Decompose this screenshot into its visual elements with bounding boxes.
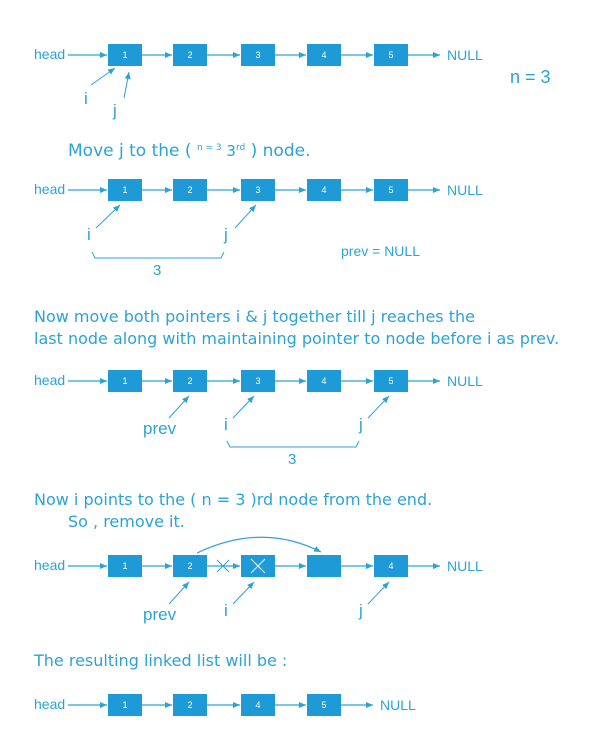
distance-bracket [226, 440, 360, 448]
node-value: 4 [321, 50, 326, 60]
node-value: 1 [122, 561, 127, 571]
node-box [108, 555, 142, 577]
node-value: 3 [255, 376, 260, 386]
step3-caption-line2: So , remove it. [68, 512, 185, 531]
pointer-i-label: i [224, 601, 228, 620]
node-value: 4 [255, 700, 260, 710]
head-label: head [34, 372, 65, 388]
node-box [173, 370, 207, 392]
node-value: 1 [122, 185, 127, 195]
pointer-j-label: j [358, 415, 363, 434]
head-label: head [34, 181, 65, 197]
node-box [173, 44, 207, 66]
node-value: 5 [321, 700, 326, 710]
node-box [241, 694, 275, 716]
node-box [374, 555, 408, 577]
node-box [108, 694, 142, 716]
pointer-i-label: i [87, 225, 91, 244]
node-value: 1 [122, 50, 127, 60]
node-value: 4 [321, 185, 326, 195]
pointer-j-label: j [358, 601, 363, 620]
node-box [307, 370, 341, 392]
node-value: 2 [187, 700, 192, 710]
node-box [173, 555, 207, 577]
removed-node-x-icon [250, 558, 266, 574]
node-box [173, 694, 207, 716]
node-box [374, 370, 408, 392]
node-value: 2 [187, 50, 192, 60]
node-box [307, 179, 341, 201]
node-box [374, 179, 408, 201]
pointer-i-label: i [84, 89, 88, 108]
cut-link-x-icon [216, 559, 230, 573]
list-row-2: head 1 2 3 4 5 NULL i j 3 prev = NULL [34, 179, 483, 279]
node-value: 2 [187, 185, 192, 195]
null-label: NULL [447, 558, 483, 574]
null-label: NULL [447, 47, 483, 63]
null-label: NULL [447, 182, 483, 198]
null-label: NULL [380, 697, 416, 713]
node-value: 4 [388, 561, 393, 571]
pointer-prev-label: prev [143, 605, 177, 624]
node-value: 5 [388, 376, 393, 386]
node-box [307, 694, 341, 716]
node-value: 2 [187, 561, 192, 571]
head-label: head [34, 557, 65, 573]
node-box [241, 370, 275, 392]
result-caption: The resulting linked list will be : [33, 651, 287, 670]
node-value: 3 [255, 50, 260, 60]
node-value: 3 [255, 185, 260, 195]
node-box [241, 179, 275, 201]
node-value: 2 [187, 376, 192, 386]
pointer-prev-label: prev [143, 419, 177, 438]
step1-caption: Move j to the ( n = 3 3rd ) node. [68, 141, 311, 161]
distance-label: 3 [288, 451, 296, 468]
list-row-3: head 1 2 3 4 5 NULL prev i j 3 [34, 370, 483, 468]
step2-caption-line2: last node along with maintaining pointer… [34, 329, 559, 348]
prev-null-status: prev = NULL [341, 243, 420, 259]
step3-caption-line1: Now i points to the ( n = 3 )rd node fro… [34, 490, 432, 509]
node-value: 1 [122, 376, 127, 386]
list-row-5: head 1 2 4 5 NULL [34, 694, 416, 716]
node-box [108, 179, 142, 201]
n-value-label: n = 3 [510, 67, 551, 87]
node-value: 5 [388, 50, 393, 60]
step2-caption-line1: Now move both pointers i & j together ti… [34, 307, 475, 326]
pointer-j-label: j [112, 101, 117, 120]
node-box [173, 179, 207, 201]
list-row-4: head 1 2 4 NULL prev i j [34, 536, 483, 624]
head-label: head [34, 696, 65, 712]
bypass-link-arrow [196, 536, 322, 554]
pointer-j-label: j [223, 225, 228, 244]
node-value: 5 [388, 185, 393, 195]
pointer-i-label: i [224, 415, 228, 434]
node-box [374, 44, 408, 66]
node-value: 1 [122, 700, 127, 710]
node-box [307, 555, 341, 577]
node-box [241, 44, 275, 66]
node-box [108, 370, 142, 392]
head-label: head [34, 46, 65, 62]
node-box [108, 44, 142, 66]
node-value: 4 [321, 376, 326, 386]
distance-label: 3 [153, 262, 161, 279]
null-label: NULL [447, 373, 483, 389]
list-row-1: head 1 2 3 4 5 NULL i j n = 3 [34, 44, 551, 120]
distance-bracket [91, 251, 225, 259]
node-box [307, 44, 341, 66]
